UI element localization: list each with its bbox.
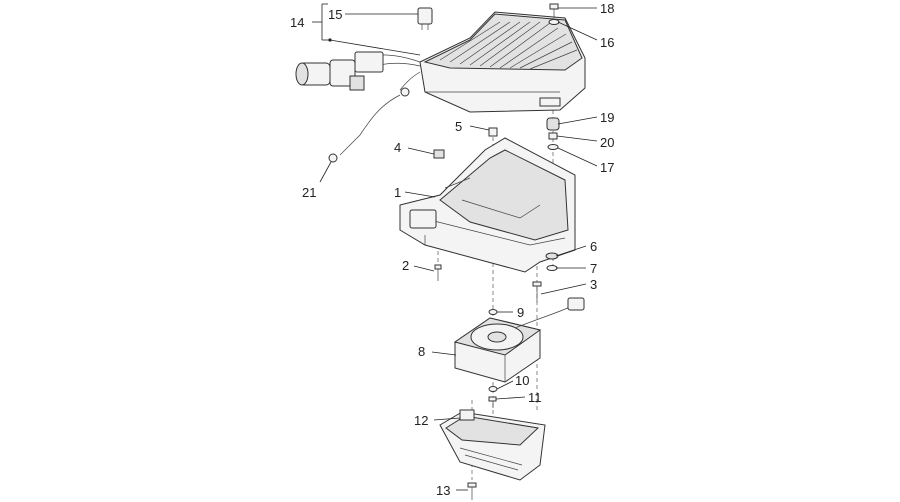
callout-15: 15 xyxy=(328,7,342,22)
callout-17: 17 xyxy=(600,160,614,175)
callout-21: 21 xyxy=(302,185,316,200)
screw-long xyxy=(532,281,542,302)
screw-11 xyxy=(488,396,497,408)
callout-13: 13 xyxy=(436,483,450,498)
callout-1: 1 xyxy=(394,185,401,200)
callout-12: 12 xyxy=(414,413,428,428)
washer-9 xyxy=(488,309,498,315)
screw-short xyxy=(434,264,442,281)
callout-3: 3 xyxy=(590,277,597,292)
washer-7 xyxy=(546,265,558,271)
leader-lines xyxy=(312,3,598,491)
regulator-connector xyxy=(295,51,384,91)
callout-18: 18 xyxy=(600,1,614,16)
cooling-fan xyxy=(453,297,585,383)
regulator-support xyxy=(399,137,576,273)
callout-11: 11 xyxy=(528,390,542,405)
voltage-regulator xyxy=(359,11,586,113)
callout-5: 5 xyxy=(455,119,462,134)
callout-7: 7 xyxy=(590,261,597,276)
callout-14: 14 xyxy=(290,15,304,30)
fuse xyxy=(417,7,433,30)
fan-cover xyxy=(439,409,546,481)
washer-10 xyxy=(488,386,498,392)
spring-nut xyxy=(488,127,498,137)
callout-16: 16 xyxy=(600,35,614,50)
callout-2: 2 xyxy=(402,258,409,273)
regulator-screw xyxy=(548,3,560,25)
clip xyxy=(433,149,445,159)
callout-4: 4 xyxy=(394,140,401,155)
callout-19: 19 xyxy=(600,110,614,125)
callout-8: 8 xyxy=(418,344,425,359)
callout-numbers: 14 15 18 16 19 20 17 5 4 21 1 6 2 7 3 9 … xyxy=(290,1,614,498)
callout-10: 10 xyxy=(515,373,529,388)
grommet-set xyxy=(546,117,560,150)
callout-6: 6 xyxy=(590,239,597,254)
callout-9: 9 xyxy=(517,305,524,320)
ground-lead xyxy=(328,87,410,163)
washer-6 xyxy=(545,252,559,260)
callout-20: 20 xyxy=(600,135,614,150)
screw-13 xyxy=(467,482,477,500)
